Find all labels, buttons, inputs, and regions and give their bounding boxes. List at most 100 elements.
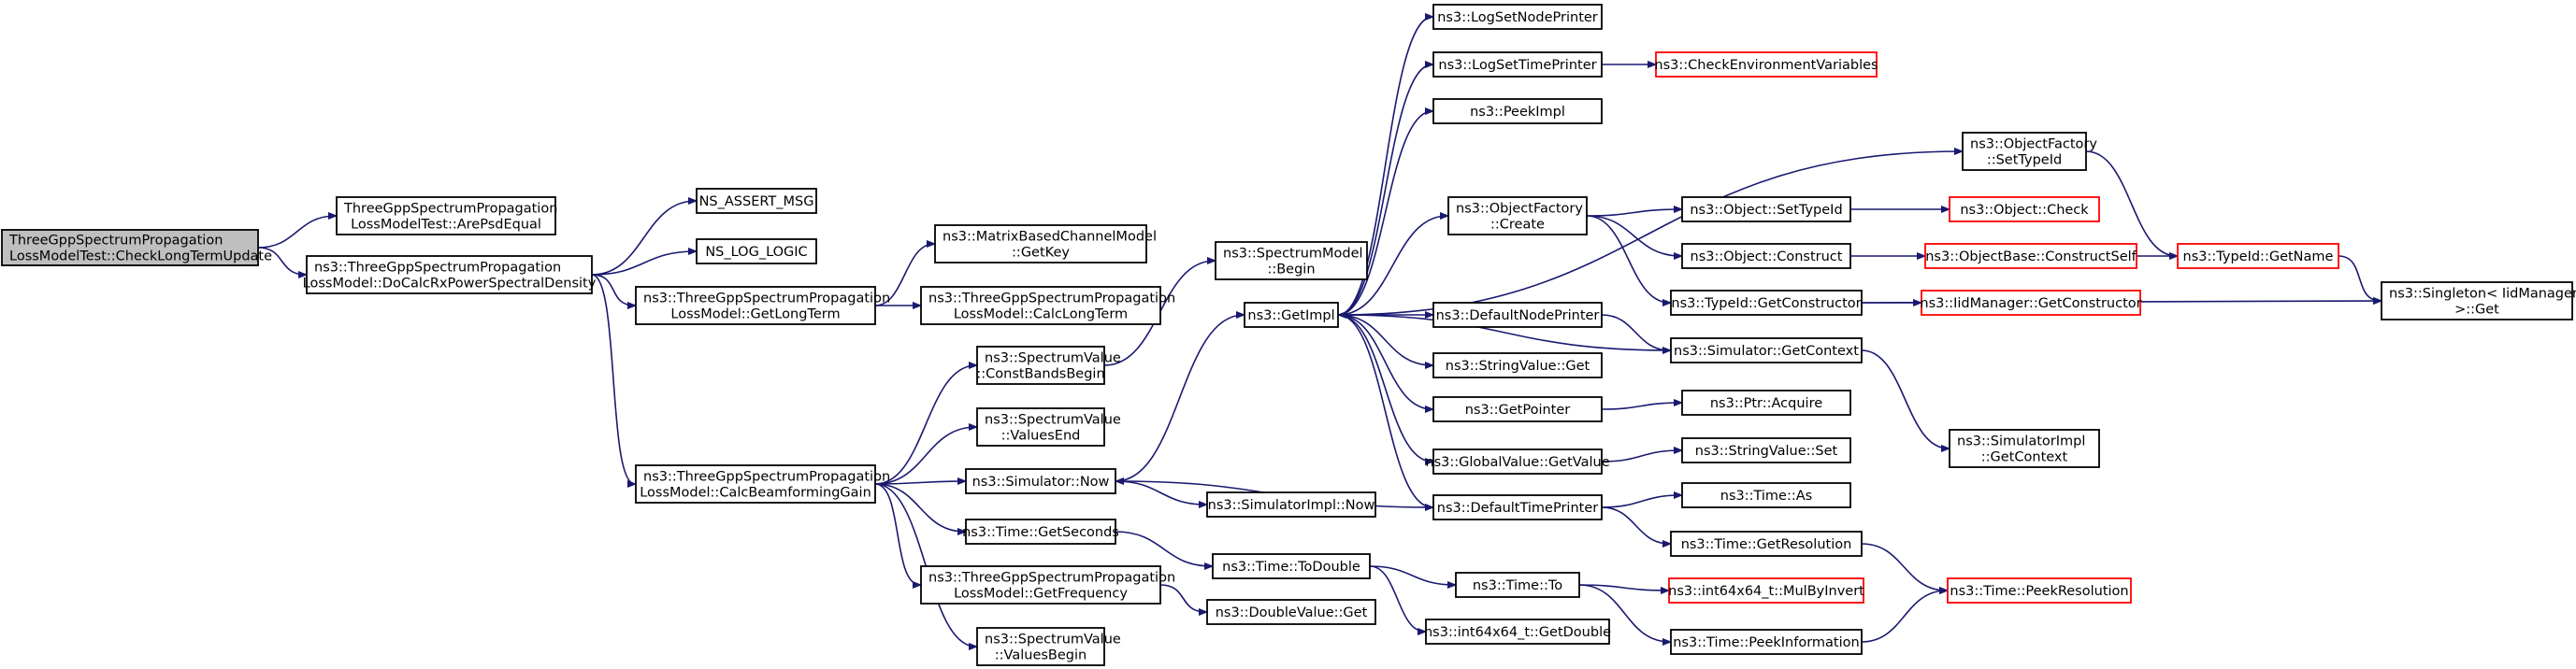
node-singletonGet[interactable]: ns3::Singleton< IidManager>::Get <box>2381 281 2576 320</box>
node-label-line: ns3::GlobalValue::GetValue <box>1425 455 1609 470</box>
node-calcLongTerm[interactable]: ns3::ThreeGppSpectrumPropagationLossMode… <box>920 286 1175 325</box>
node-objSetTypeId[interactable]: ns3::Object::SetTypeId <box>1681 196 1851 222</box>
node-getKey[interactable]: ns3::MatrixBasedChannelModel::GetKey <box>934 224 1157 263</box>
node-arePsd[interactable]: ThreeGppSpectrumPropagationLossModelTest… <box>336 196 557 235</box>
edge-line <box>1601 314 1670 350</box>
call-edge-doCalc-to-logLogic <box>591 251 696 276</box>
node-box <box>1670 629 1863 655</box>
node-iidGetCtor[interactable]: ns3::IidManager::GetConstructor <box>1920 290 2142 316</box>
node-root[interactable]: ThreeGppSpectrumPropagationLossModelTest… <box>1 229 272 266</box>
node-label-line: NS_LOG_LOGIC <box>705 245 807 260</box>
node-toDouble[interactable]: ns3::Time::ToDouble <box>1212 553 1371 579</box>
node-label-line: ns3::int64x64_t::GetDouble <box>1424 625 1611 640</box>
node-ptrAcquire[interactable]: ns3::Ptr::Acquire <box>1681 390 1851 416</box>
node-label-line: ::GetContext <box>1981 450 2068 465</box>
edge-line <box>1159 584 1206 612</box>
node-logSetTime[interactable]: ns3::LogSetTimePrinter <box>1432 51 1603 78</box>
node-objConstruct[interactable]: ns3::Object::Construct <box>1681 243 1851 269</box>
node-label-line: ns3::ObjectFactory <box>1456 202 1583 217</box>
node-label-line: ns3::ObjectFactory <box>1970 137 2097 152</box>
node-tidGetName[interactable]: ns3::TypeId::GetName <box>2177 243 2339 269</box>
node-checkEnv[interactable]: ns3::CheckEnvironmentVariables <box>1654 51 1878 78</box>
node-label-line: ns3::Time::ToDouble <box>1222 560 1360 575</box>
node-defNodePrinter[interactable]: ns3::DefaultNodePrinter <box>1432 302 1603 328</box>
node-ofCreate[interactable]: ns3::ObjectFactory::Create <box>1447 196 1588 235</box>
edge-line <box>1586 209 1681 217</box>
edge-line <box>1115 480 1206 505</box>
node-label-line: ns3::Simulator::Now <box>972 475 1110 490</box>
node-label-line: ::ConstBandsBegin <box>976 367 1104 382</box>
call-edge-ofCreate-to-objSetTypeId <box>1586 209 1681 217</box>
edge-line <box>1861 349 1949 448</box>
node-getImpl[interactable]: ns3::GetImpl <box>1244 302 1339 328</box>
node-label-line: ::Create <box>1490 218 1545 233</box>
call-edge-getImpl-to-defTimePrinter <box>1337 314 1432 507</box>
call-edge-defTimePrinter-to-timeAs <box>1601 495 1681 508</box>
call-edge-root-to-arePsd <box>257 216 336 249</box>
node-getPointer[interactable]: ns3::GetPointer <box>1432 396 1603 422</box>
node-i64MulByInvert[interactable]: ns3::int64x64_t::MulByInvert <box>1668 577 1864 604</box>
node-box <box>336 196 556 235</box>
node-dvGet[interactable]: ns3::DoubleValue::Get <box>1206 599 1376 625</box>
edge-line <box>1578 584 1670 642</box>
edge-line <box>1578 584 1668 591</box>
edge-line <box>1339 315 1672 351</box>
node-i64GetDouble[interactable]: ns3::int64x64_t::GetDouble <box>1424 619 1611 645</box>
node-label-line: ns3::Time::PeekInformation <box>1673 635 1859 650</box>
node-label-line: ns3::TypeId::GetConstructor <box>1671 296 1861 311</box>
node-simImplGetCtx[interactable]: ns3::SimulatorImpl::GetContext <box>1949 429 2100 468</box>
call-edge-getImpl-to-ofSetTypeId <box>1337 151 1962 316</box>
call-edge-calcBf-to-simNow <box>874 481 965 484</box>
node-timeTo[interactable]: ns3::Time::To <box>1455 572 1580 598</box>
call-edge-toDouble-to-i64GetDouble <box>1369 565 1425 632</box>
node-valuesBegin[interactable]: ns3::SpectrumValue::ValuesBegin <box>976 627 1121 666</box>
node-constBands[interactable]: ns3::SpectrumValue::ConstBandsBegin <box>976 346 1121 385</box>
edge-line <box>874 427 976 485</box>
node-box <box>965 519 1116 545</box>
node-getSeconds[interactable]: ns3::Time::GetSeconds <box>962 519 1119 545</box>
edge-line <box>1601 450 1681 463</box>
node-timePeekRes[interactable]: ns3::Time::PeekResolution <box>1947 577 2132 604</box>
node-logLogic[interactable]: NS_LOG_LOGIC <box>696 238 817 264</box>
node-label-line: ::Begin <box>1267 263 1315 278</box>
node-logSetNode[interactable]: ns3::LogSetNodePrinter <box>1432 4 1603 30</box>
node-label-line: ::GetKey <box>1012 246 1070 261</box>
node-ofSetTypeId[interactable]: ns3::ObjectFactory::SetTypeId <box>1962 132 2097 171</box>
node-simNow[interactable]: ns3::Simulator::Now <box>965 468 1116 494</box>
node-label-line: LossModel::DoCalcRxPowerSpectralDensity <box>303 277 597 292</box>
node-simGetCtx[interactable]: ns3::Simulator::GetContext <box>1670 337 1863 363</box>
node-simImplNow[interactable]: ns3::SimulatorImpl::Now <box>1206 491 1376 518</box>
node-timeAs[interactable]: ns3::Time::As <box>1681 482 1851 508</box>
node-label-line: ns3::LogSetNodePrinter <box>1437 10 1598 25</box>
node-box <box>976 407 1105 447</box>
node-gvGetValue[interactable]: ns3::GlobalValue::GetValue <box>1425 448 1610 475</box>
node-label-line: LossModel::CalcLongTerm <box>954 307 1128 322</box>
node-assert[interactable]: NS_ASSERT_MSG <box>696 188 817 214</box>
node-objCheck[interactable]: ns3::Object::Check <box>1949 196 2100 222</box>
node-svGet[interactable]: ns3::StringValue::Get <box>1432 352 1603 378</box>
edge-line <box>1861 543 1947 591</box>
node-svSet[interactable]: ns3::StringValue::Set <box>1681 437 1851 463</box>
node-box <box>1681 390 1851 416</box>
node-calcBf[interactable]: ns3::ThreeGppSpectrumPropagationLossMode… <box>635 464 890 504</box>
edge-line <box>2085 150 2177 256</box>
node-tidGetCtor[interactable]: ns3::TypeId::GetConstructor <box>1670 290 1863 316</box>
node-label-line: ns3::Object::Construct <box>1691 249 1843 264</box>
node-smBegin[interactable]: ns3::SpectrumModel::Begin <box>1215 241 1368 280</box>
node-doCalc[interactable]: ns3::ThreeGppSpectrumPropagationLossMode… <box>303 255 597 294</box>
edge-line <box>874 483 920 585</box>
node-box <box>1206 491 1376 518</box>
node-timePeekInfo[interactable]: ns3::Time::PeekInformation <box>1670 629 1863 655</box>
node-objBaseConstruct[interactable]: ns3::ObjectBase::ConstructSelf <box>1924 243 2137 269</box>
node-timeGetRes[interactable]: ns3::Time::GetResolution <box>1670 531 1863 557</box>
node-peekImpl[interactable]: ns3::PeekImpl <box>1432 98 1603 124</box>
node-box <box>934 224 1147 263</box>
node-getLongTerm[interactable]: ns3::ThreeGppSpectrumPropagationLossMode… <box>635 286 890 325</box>
node-getFreq[interactable]: ns3::ThreeGppSpectrumPropagationLossMode… <box>920 565 1175 605</box>
node-label-line: ns3::Object::Check <box>1960 203 2089 218</box>
node-defTimePrinter[interactable]: ns3::DefaultTimePrinter <box>1432 494 1603 520</box>
edge-line <box>1601 506 1670 544</box>
node-box <box>1 229 259 266</box>
node-valuesEnd[interactable]: ns3::SpectrumValue::ValuesEnd <box>976 407 1121 447</box>
